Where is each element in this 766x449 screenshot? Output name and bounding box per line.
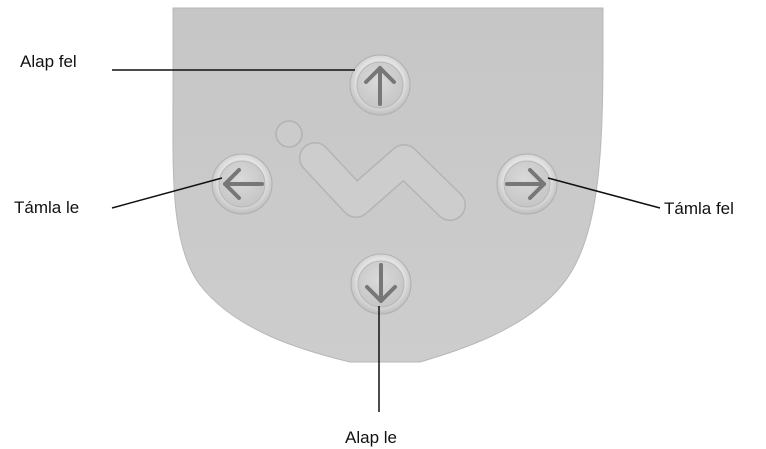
label-tamla-fel: Támla fel bbox=[664, 199, 734, 218]
arrow-down-icon bbox=[365, 263, 397, 303]
down-button[interactable] bbox=[350, 253, 412, 315]
arrow-up-icon bbox=[364, 66, 396, 106]
label-tamla-le: Támla le bbox=[14, 198, 80, 217]
zigzag-logo bbox=[299, 142, 466, 221]
right-button[interactable] bbox=[496, 153, 558, 215]
label-alap-fel: Alap fel bbox=[20, 52, 77, 71]
label-alap-le: Alap le bbox=[345, 428, 397, 447]
left-button[interactable] bbox=[211, 153, 273, 215]
arrow-left-icon bbox=[223, 168, 264, 200]
arrow-right-icon bbox=[505, 168, 546, 200]
leader-line-right bbox=[547, 177, 661, 209]
leader-line-left bbox=[111, 177, 223, 209]
indicator-dot bbox=[275, 120, 303, 148]
up-button[interactable] bbox=[349, 54, 411, 116]
